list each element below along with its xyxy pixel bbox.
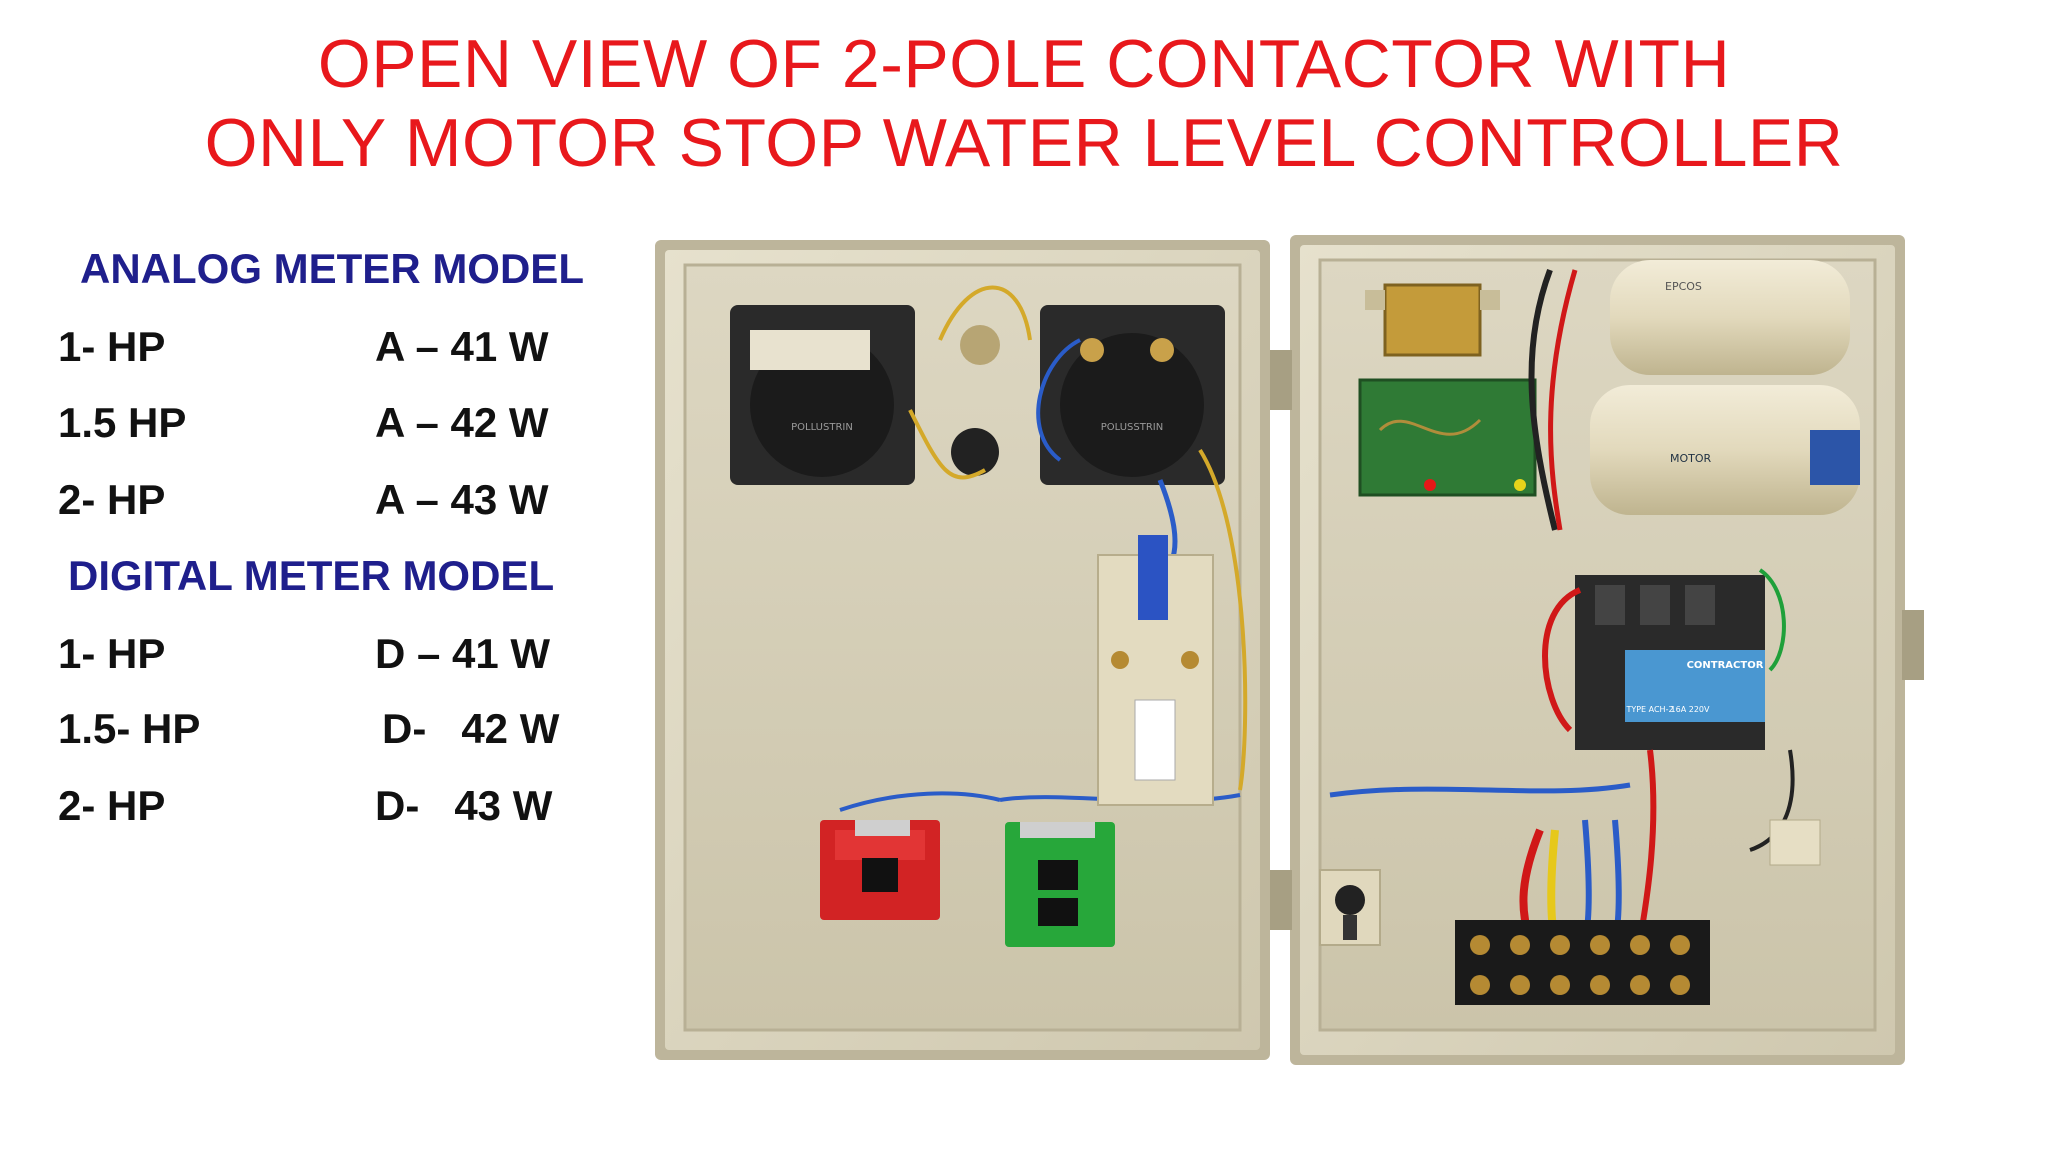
- voltmeter: POLLUSTRIN: [730, 305, 915, 485]
- digital-row-2-hp: 1.5- HP: [58, 705, 201, 752]
- indicator-lamp: [951, 428, 999, 476]
- digital-row-1-hp: 1- HP: [58, 630, 166, 677]
- contactor-label: CONTRACTOR: [1687, 660, 1764, 671]
- analog-row-3-model: A – 43 W: [375, 476, 549, 523]
- analog-row-1-model: A – 41 W: [375, 323, 549, 370]
- contactor-type: TYPE ACH-2: [1625, 705, 1673, 714]
- capacitor-bottom: MOTOR: [1590, 385, 1860, 515]
- meter-label-2: POLUSSTRIN: [1101, 422, 1163, 433]
- digital-row-2-model: D- 42 W: [382, 705, 560, 752]
- ammeter: POLUSSTRIN: [1040, 305, 1225, 485]
- stop-button: [820, 820, 940, 920]
- page-title-line-2: ONLY MOTOR STOP WATER LEVEL CONTROLLER: [204, 105, 1844, 181]
- hinge-top: [1270, 350, 1292, 410]
- start-button: [1005, 822, 1115, 947]
- latch: [1902, 610, 1924, 680]
- analog-heading: ANALOG METER MODEL: [80, 245, 584, 292]
- digital-heading: DIGITAL METER MODEL: [68, 552, 555, 599]
- contactor-rating: 16A 220V: [1671, 705, 1710, 714]
- capacitor-label: MOTOR: [1670, 452, 1712, 465]
- analog-row-2-model: A – 42 W: [375, 399, 549, 446]
- digital-row-3-model: D- 43 W: [375, 782, 553, 829]
- capacitor-top: EPCOS: [1610, 260, 1850, 375]
- analog-row-2-hp: 1.5 HP: [58, 399, 187, 446]
- digital-row-3-hp: 2- HP: [58, 782, 166, 829]
- hinge-bottom: [1270, 870, 1292, 930]
- capacitor-brand: EPCOS: [1665, 280, 1702, 293]
- relay-terminal: [1097, 535, 1214, 806]
- contactor: CONTRACTOR TYPE ACH-2 16A 220V: [1575, 575, 1765, 750]
- digital-row-1-model: D – 41 W: [375, 630, 551, 677]
- analog-row-3-hp: 2- HP: [58, 476, 166, 523]
- small-connector: [1769, 819, 1821, 866]
- terminal-block: [1455, 920, 1710, 1005]
- fuse-holder: [960, 325, 1000, 365]
- analog-row-1-hp: 1- HP: [58, 323, 166, 370]
- controller-photo: POLLUSTRIN POLUSSTRIN: [655, 235, 1924, 1065]
- transformer: [1365, 283, 1500, 357]
- meter-label-1: POLLUSTRIN: [791, 422, 853, 433]
- control-pcb: [1358, 378, 1537, 497]
- rotary-switch: [1319, 869, 1381, 946]
- page-title-line-1: OPEN VIEW OF 2-POLE CONTACTOR WITH: [317, 26, 1731, 102]
